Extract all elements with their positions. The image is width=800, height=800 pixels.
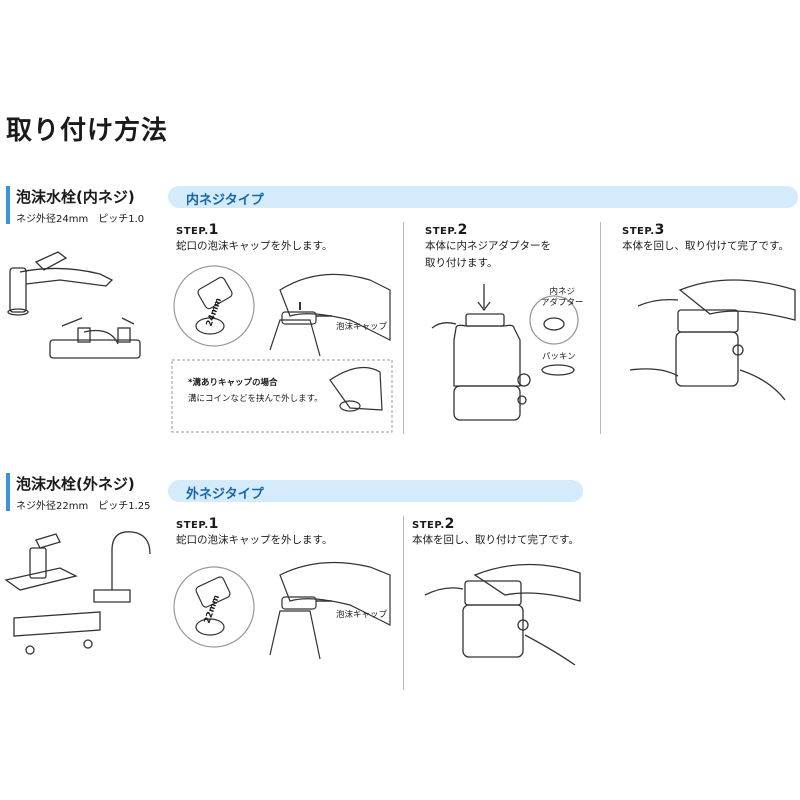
step3-illustration (629, 279, 796, 401)
section-accent-bar (6, 186, 10, 224)
cap-label: 泡沫キャップ (336, 610, 388, 620)
section-title: 泡沫水栓(外ネジ) (16, 475, 135, 493)
step-number: STEP.1 (176, 516, 219, 532)
step2-illustration (424, 563, 581, 666)
step2-illustration (431, 284, 579, 421)
step-number: STEP.2 (412, 516, 455, 532)
note-text: 溝にコインなどを挟んで外します。 (188, 394, 323, 404)
divider (403, 516, 404, 690)
type-band-label: 内ネジタイプ (186, 193, 264, 208)
section-title: 泡沫水栓(内ネジ) (16, 188, 135, 206)
step-number: STEP.1 (176, 222, 219, 238)
step-text: 本体を回し、取り付けて完了です。 (412, 534, 579, 546)
step1-illustration (173, 561, 391, 660)
note-title: *溝ありキャップの場合 (188, 378, 278, 388)
adapter-label: 内ネジ アダプター (541, 287, 584, 308)
page-title: 取り付け方法 (6, 116, 169, 146)
divider (403, 222, 404, 434)
cap-label: 泡沫キャップ (336, 322, 388, 332)
step1-illustration (171, 265, 393, 433)
step-number: STEP.3 (622, 222, 665, 238)
note-box (171, 359, 393, 433)
type-band (168, 186, 798, 208)
divider (600, 222, 601, 434)
faucet-illustration (7, 251, 141, 359)
faucet-illustration (4, 531, 151, 655)
step-text: 本体を回し、取り付けて完了です。 (622, 240, 789, 252)
step-text: 蛇口の泡沫キャップを外します。 (176, 240, 333, 252)
step-number: STEP.2 (425, 222, 468, 238)
step-text: 蛇口の泡沫キャップを外します。 (176, 534, 333, 546)
section-spec: ネジ外径22mm ピッチ1.25 (16, 501, 151, 512)
type-band-label: 外ネジタイプ (186, 487, 264, 502)
section-accent-bar (6, 473, 10, 511)
section-spec: ネジ外径24mm ピッチ1.0 (16, 214, 145, 225)
step-text: 本体に内ネジアダプターを 取り付けます。 (425, 240, 551, 269)
packing-label: パッキン (542, 352, 576, 362)
type-band (168, 480, 583, 502)
